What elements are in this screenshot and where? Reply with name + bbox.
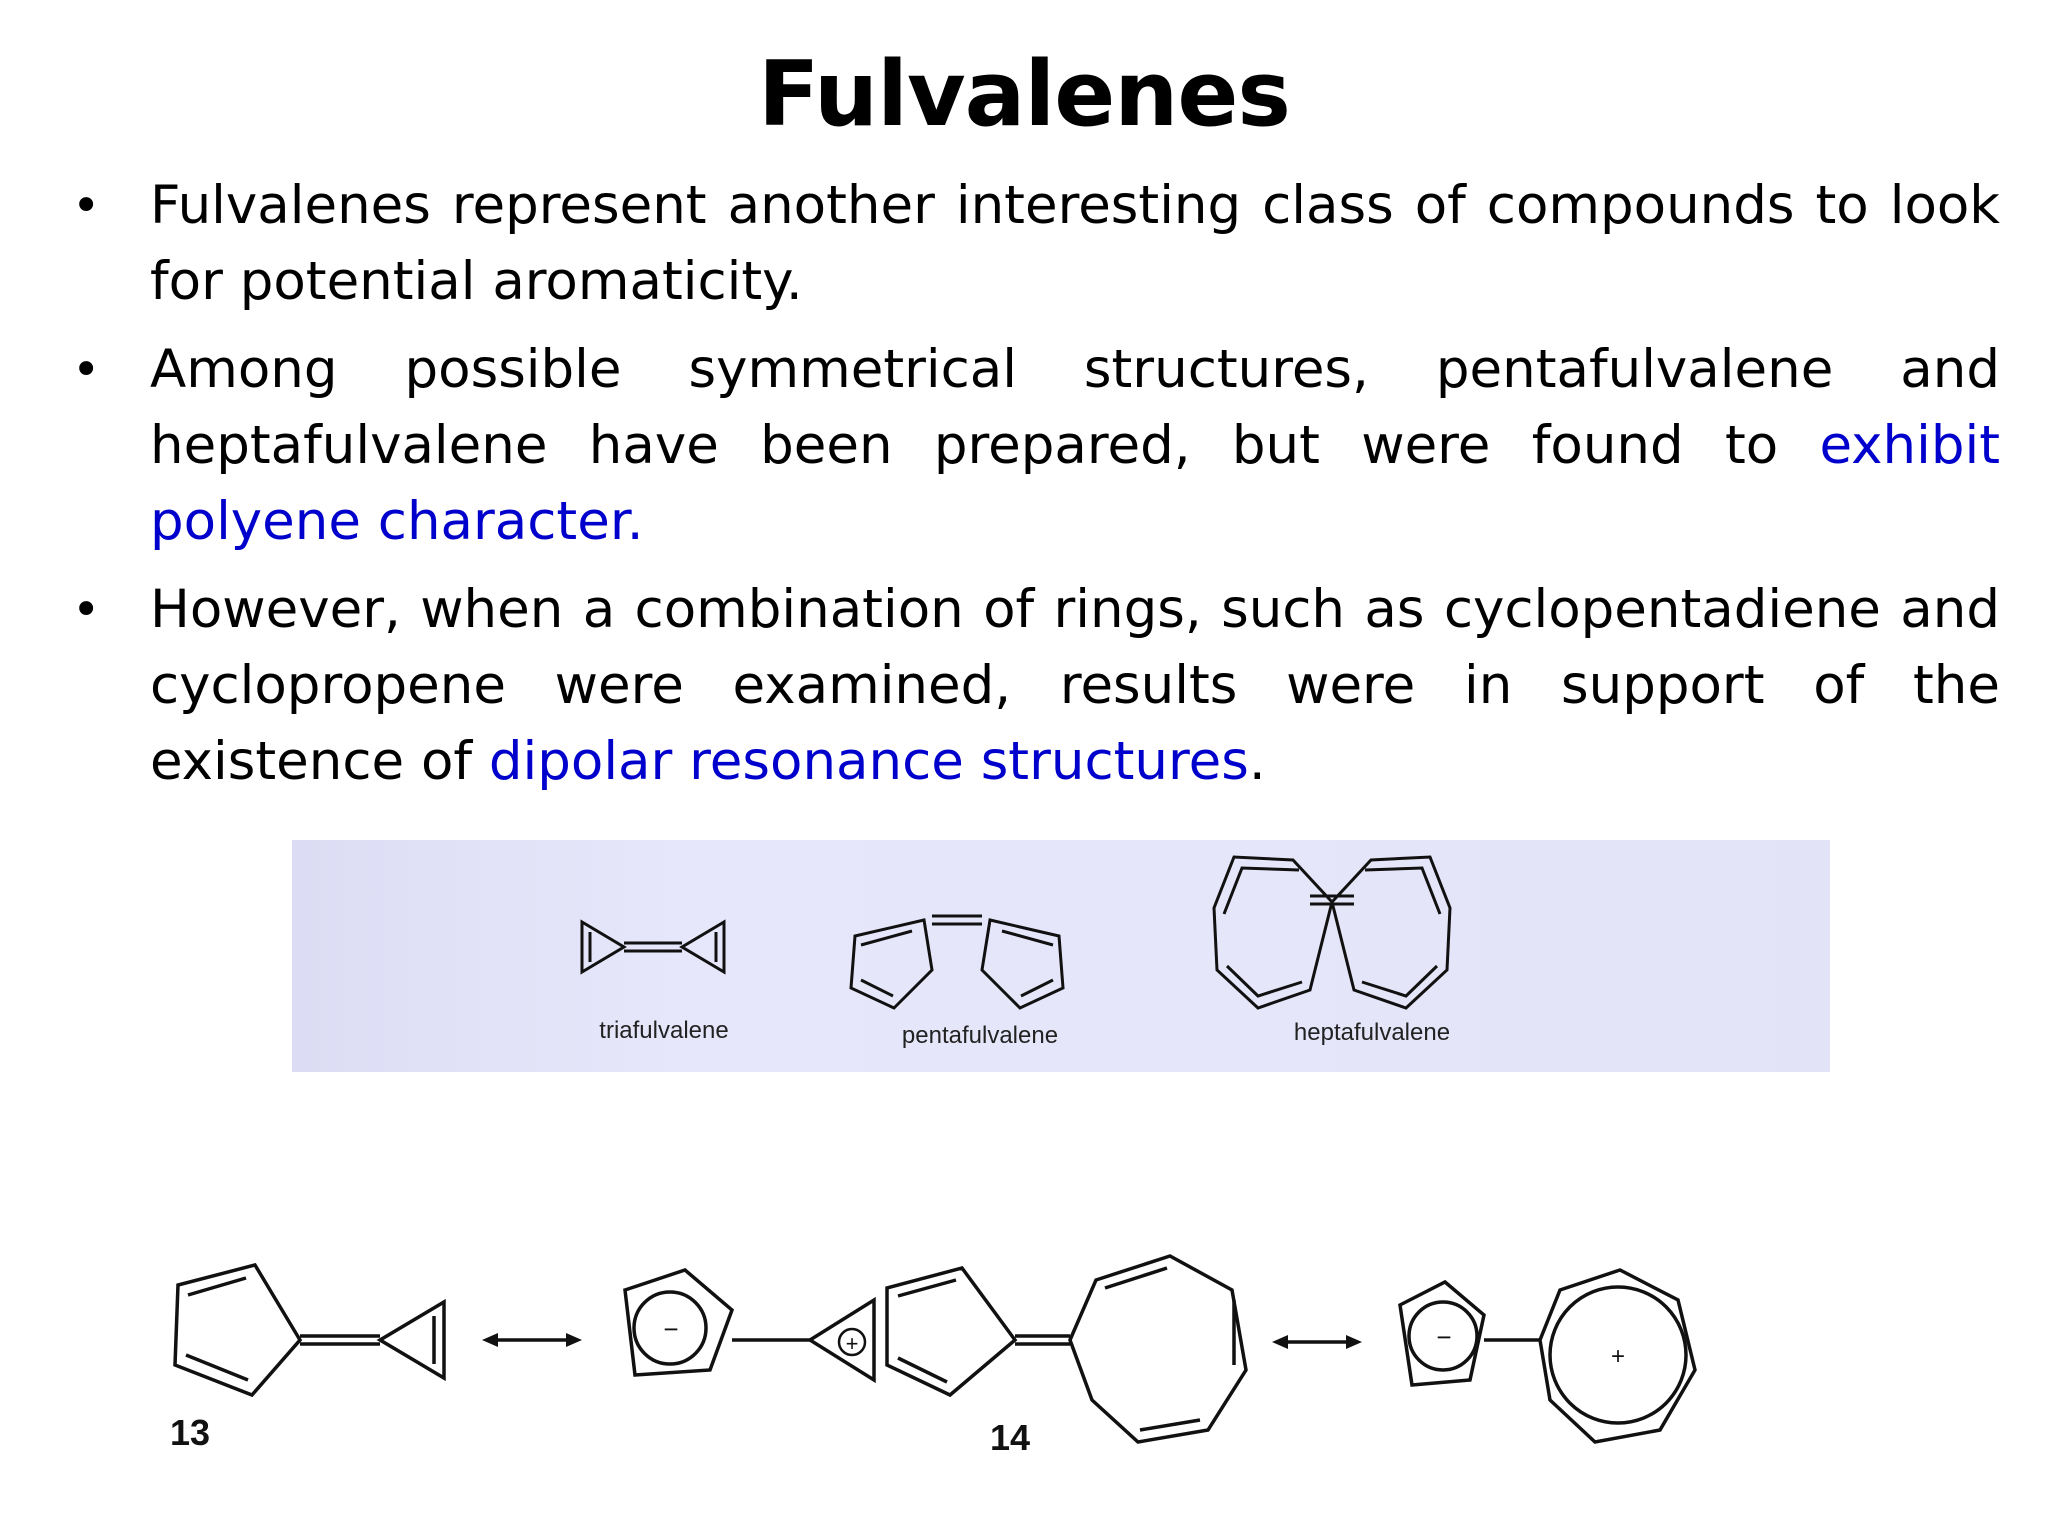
fulvalene-structures-figure: triafulvalene pentafulvalene heptafulval… [292,840,1830,1072]
plus-charge-label: + [846,1331,859,1356]
resonance-detail-svg: − + − + 13 14 [170,1254,1697,1458]
compound-14-number: 14 [990,1417,1030,1458]
bullet-icon: • [72,582,101,638]
bullet-item: • Among possible symmetrical structures,… [72,332,2000,560]
pentafulvalene-structure [849,914,1065,1010]
triafulvalene-structure [580,919,726,975]
heptafulvalene-label: heptafulvalene [1294,1019,1450,1046]
slide-title: Fulvalenes [758,42,1291,147]
dipolar-resonance-detail: − + − + 13 14 [150,1230,1930,1480]
bullet-item: • Fulvalenes represent another interesti… [72,168,2000,320]
compound-13-number: 13 [170,1412,210,1453]
plus-charge-label: + [1611,1343,1625,1370]
bullet-item: • However, when a combination of rings, … [72,572,2000,800]
bullet-text: Fulvalenes represent another interesting… [150,175,2000,312]
minus-charge-label: − [663,1314,678,1344]
bullet-tail: . [1248,731,1266,792]
bullet-highlight: dipolar resonance structures [488,731,1249,792]
bullet-text: Among possible symmetrical structures, p… [150,339,2000,476]
bullet-highlight: exhibit polyene character. [150,415,2000,552]
minus-charge-label: − [1436,1322,1451,1352]
triafulvalene-label: triafulvalene [599,1017,728,1044]
heptafulvalene-structure [1212,855,1452,1010]
bullet-text: However, when a combination of rings, su… [150,579,2000,792]
bullet-list: • Fulvalenes represent another interesti… [72,168,2000,812]
pentafulvalene-label: pentafulvalene [902,1022,1058,1049]
bullet-icon: • [72,342,101,398]
fulvalene-structures-svg: triafulvalene pentafulvalene heptafulval… [580,855,1452,1049]
bullet-icon: • [72,178,101,234]
